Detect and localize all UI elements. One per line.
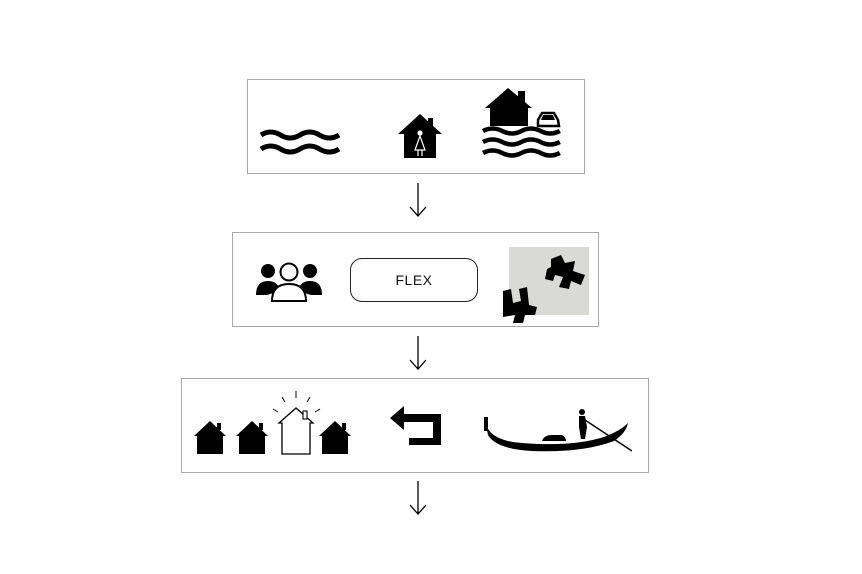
gondola-icon: [484, 409, 632, 452]
house-with-person-icon: [398, 114, 442, 158]
panel-flood-hazard: [247, 79, 585, 174]
return-arrow-icon: [390, 406, 441, 445]
flooded-house-and-car-icon: [482, 88, 561, 158]
panel-adaptation-outcome: [181, 378, 649, 473]
arrow-down-icon: [409, 336, 427, 370]
arrow-down-icon: [409, 481, 427, 515]
flex-label: FLEX: [395, 272, 433, 288]
highlighted-house-row-icon: [194, 391, 351, 455]
puzzle-pieces-icon: [503, 247, 589, 323]
arrow-down-icon: [409, 183, 427, 217]
flex-box: FLEX: [350, 258, 478, 302]
community-people-icon: [256, 262, 322, 302]
panel-community-response: FLEX: [232, 232, 599, 327]
waves-icon: [260, 129, 340, 155]
